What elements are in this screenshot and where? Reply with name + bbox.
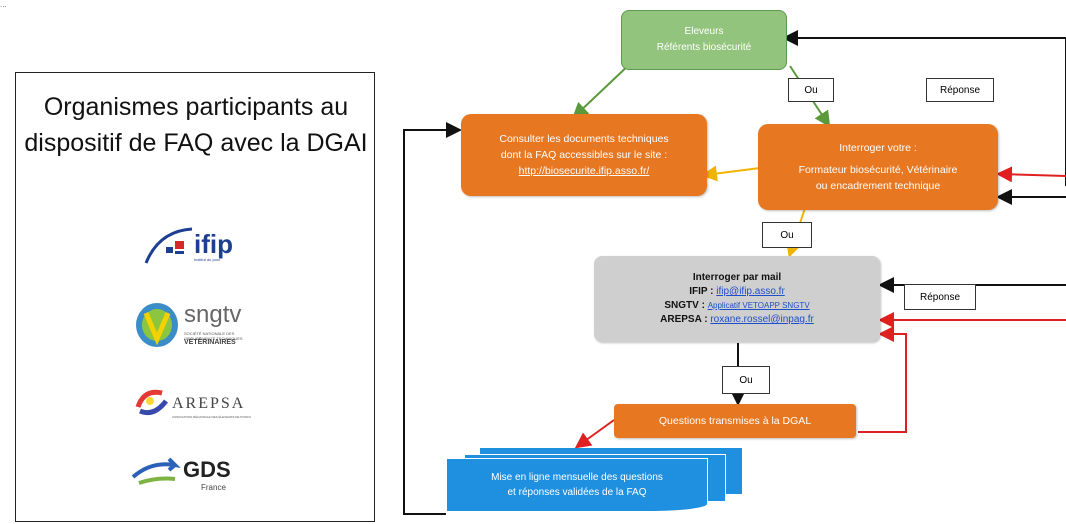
- mail-arepsa-link[interactable]: roxane.rossel@inpag.fr: [710, 314, 814, 325]
- gds-logo: GDS France: [131, 457, 261, 503]
- mail-arepsa-label: AREPSA :: [660, 314, 708, 325]
- ifip-logo-sub: Institut du porc: [194, 257, 221, 262]
- ou-label-2: Ou: [762, 222, 812, 248]
- mise-box: Mise en ligne mensuelle des questions et…: [446, 458, 708, 512]
- ou-label-1: Ou: [788, 78, 834, 102]
- arepsa-swirl-icon: [135, 389, 168, 416]
- interroger-line3: ou encadrement technique: [815, 180, 941, 192]
- mail-box: Interroger par mail IFIP : ifip@ifip.ass…: [594, 256, 880, 342]
- questions-text: Questions transmises à la DGAL: [658, 415, 812, 427]
- gds-logo-text: GDS: [183, 457, 231, 482]
- participants-panel: Organismes participants au dispositif de…: [15, 72, 375, 522]
- sngtv-logo-sub: SOCIÉTÉ NATIONALE DES GROUPEMENTS TECHNI…: [184, 331, 243, 341]
- ou-label-3: Ou: [722, 366, 770, 394]
- arrow-interroger-consulter: [701, 165, 761, 182]
- arepsa-logo: AREPSA ASSOCIATION RÉGIONALE DES ÉLEVEUR…: [134, 387, 264, 427]
- arrow-eleveurs-consulter: [572, 61, 633, 119]
- consulter-line1: Consulter les documents techniques: [499, 133, 669, 145]
- ifip-logo-text: ifip: [194, 229, 233, 259]
- biosecurite-link[interactable]: http://biosecurite.ifip.asso.fr/: [518, 165, 650, 177]
- arrow-red-into-interroger: [996, 166, 1066, 183]
- arrow-response-eleveurs: [782, 30, 1066, 186]
- arrow-mise-consulter: [403, 122, 462, 515]
- arepsa-logo-sub: ASSOCIATION RÉGIONALE DES ÉLEVEURS DE PO…: [172, 415, 251, 419]
- consulter-box: Consulter les documents techniques dont …: [461, 114, 707, 196]
- mail-ifip-link[interactable]: ifip@ifip.asso.fr: [716, 286, 785, 297]
- header-fragment: ...: [0, 0, 7, 9]
- eleveurs-line2: Référents biosécurité: [656, 42, 752, 53]
- mail-ifip-label: IFIP :: [689, 286, 714, 297]
- reponse-label-2: Réponse: [904, 284, 976, 310]
- mail-title: Interroger par mail: [692, 272, 782, 283]
- panel-title: Organismes participants au dispositif de…: [24, 93, 368, 157]
- arrow-questions-mise: [574, 419, 615, 449]
- sngtv-logo-text: sngtv: [184, 301, 242, 328]
- eleveurs-box: Eleveurs Référents biosécurité: [621, 10, 787, 70]
- gds-logo-sub: France: [201, 483, 226, 492]
- mail-sngtv-link[interactable]: Applicatif VETOAPP SNGTV: [707, 301, 810, 310]
- sngtv-mark-icon: [136, 303, 178, 347]
- mail-sngtv-label: SNGTV :: [664, 300, 705, 311]
- questions-box: Questions transmises à la DGAL: [614, 404, 856, 438]
- interroger-line2: Formateur biosécurité, Vétérinaire: [798, 164, 958, 176]
- interroger-line1: Interroger votre :: [839, 142, 917, 154]
- arepsa-logo-text: AREPSA: [172, 395, 246, 412]
- arrow-questions-loop: [858, 326, 907, 433]
- gds-arrows-icon: [131, 457, 181, 485]
- mise-line1: Mise en ligne mensuelle des questions: [491, 472, 663, 483]
- interroger-box: Interroger votre : Formateur biosécurité…: [758, 124, 998, 210]
- ifip-logo: ifip Institut du porc: [144, 223, 254, 267]
- consulter-line2: dont la FAQ accessibles sur le site :: [500, 149, 668, 161]
- sngtv-logo: sngtv SOCIÉTÉ NATIONALE DES GROUPEMENTS …: [134, 299, 264, 355]
- mise-line2: et réponses validées de la FAQ: [507, 487, 647, 498]
- sngtv-logo-sub2: VÉTÉRINAIRES: [184, 339, 236, 346]
- ifip-mark-icon: [144, 227, 193, 264]
- eleveurs-line1: Eleveurs: [684, 26, 724, 37]
- reponse-label-1: Réponse: [926, 78, 994, 102]
